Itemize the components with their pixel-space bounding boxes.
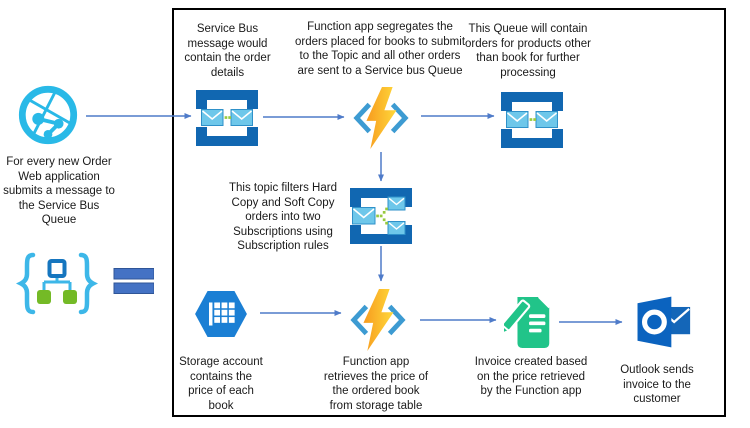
service-bus-topic-icon — [350, 188, 412, 244]
caption-storage: Storage account contains the price of ea… — [179, 356, 263, 412]
caption-web-app: For every new Order Web application subm… — [3, 156, 115, 226]
caption-function-price: Function app retrieves the price of the … — [323, 356, 429, 412]
boundary-box — [172, 8, 726, 417]
caption-service-bus-queue: Service Bus message would contain the or… — [184, 23, 271, 79]
service-bus-queue-icon — [196, 90, 258, 146]
outlook-icon — [637, 296, 691, 348]
caption-function-segregate: Function app segregates the orders place… — [294, 21, 466, 77]
invoice-document-icon — [504, 296, 550, 348]
caption-invoice: Invoice created based on the price retri… — [474, 356, 588, 397]
service-bus-queue-icon — [501, 92, 563, 148]
globe-network-icon — [18, 85, 78, 145]
caption-topic: This topic filters Hard Copy and Soft Co… — [228, 182, 337, 252]
storage-account-icon — [195, 290, 247, 338]
caption-other-orders-queue: This Queue will contain orders for produ… — [465, 23, 591, 79]
caption-outlook: Outlook sends invoice to the customer — [620, 364, 694, 405]
equals-icon — [113, 268, 154, 294]
logic-app-braces-icon — [15, 252, 154, 315]
function-app-icon — [353, 86, 409, 150]
function-app-icon — [350, 288, 406, 352]
pencil-icon — [504, 299, 531, 337]
